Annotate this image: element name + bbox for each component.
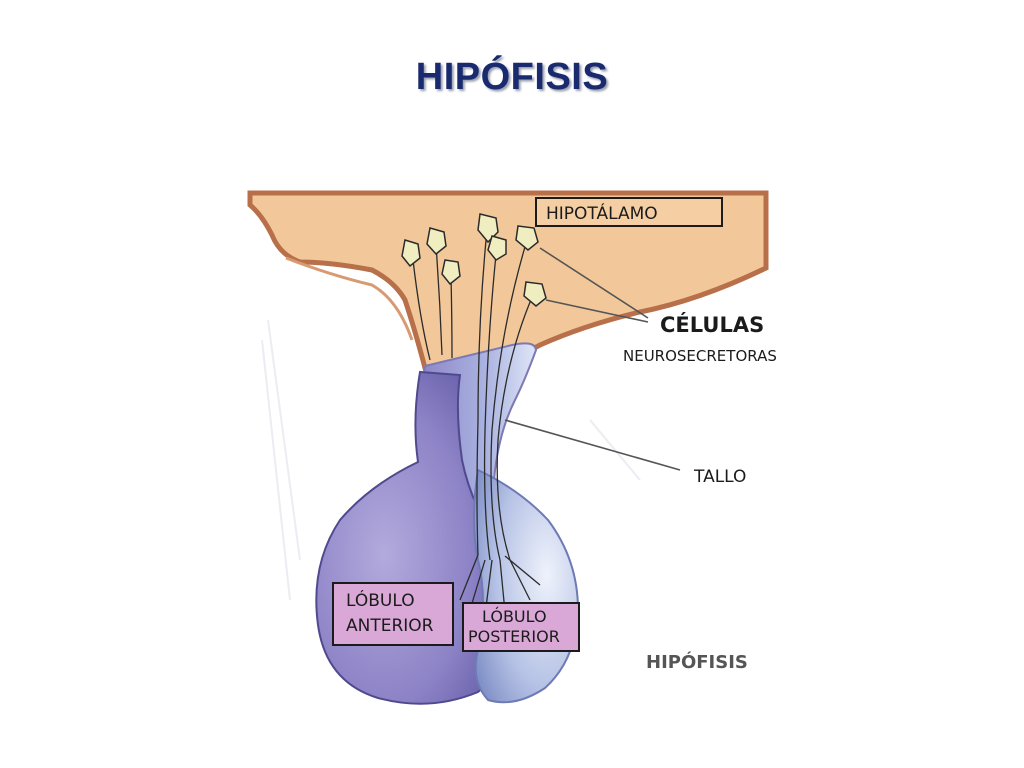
cells-label-line2: NEUROSECRETORAS bbox=[623, 347, 777, 365]
slide-title: HIPÓFISIS bbox=[415, 56, 609, 98]
diagram-caption: HIPÓFISIS bbox=[646, 651, 748, 673]
posterior-label-box bbox=[462, 602, 580, 652]
neuron-7 bbox=[523, 281, 547, 307]
hypothalamus-label-box bbox=[535, 197, 723, 227]
posterior-lobe bbox=[473, 468, 580, 704]
anterior-label-line1: LÓBULO bbox=[346, 589, 415, 611]
anterior-label-line2: ANTERIOR bbox=[346, 616, 434, 636]
anterior-label-box bbox=[332, 582, 454, 646]
neurosecretory-cells bbox=[401, 213, 547, 307]
neuron-5 bbox=[487, 235, 507, 261]
neuron-2 bbox=[426, 227, 447, 256]
leader-lines bbox=[504, 247, 681, 471]
axon-bundle bbox=[412, 229, 541, 616]
neuron-1 bbox=[401, 239, 421, 268]
posterior-label-line2: POSTERIOR bbox=[468, 627, 560, 646]
hypothalamus-label: HIPOTÁLAMO bbox=[546, 202, 658, 224]
neuron-6 bbox=[515, 225, 539, 251]
stalk-label: TALLO bbox=[693, 467, 746, 487]
background-shading bbox=[261, 319, 641, 601]
posterior-label-line1: LÓBULO bbox=[482, 607, 547, 626]
neuron-3 bbox=[441, 259, 461, 286]
cells-label-line1: CÉLULAS bbox=[660, 312, 764, 337]
hypothalamus-floor-shade bbox=[285, 256, 414, 341]
